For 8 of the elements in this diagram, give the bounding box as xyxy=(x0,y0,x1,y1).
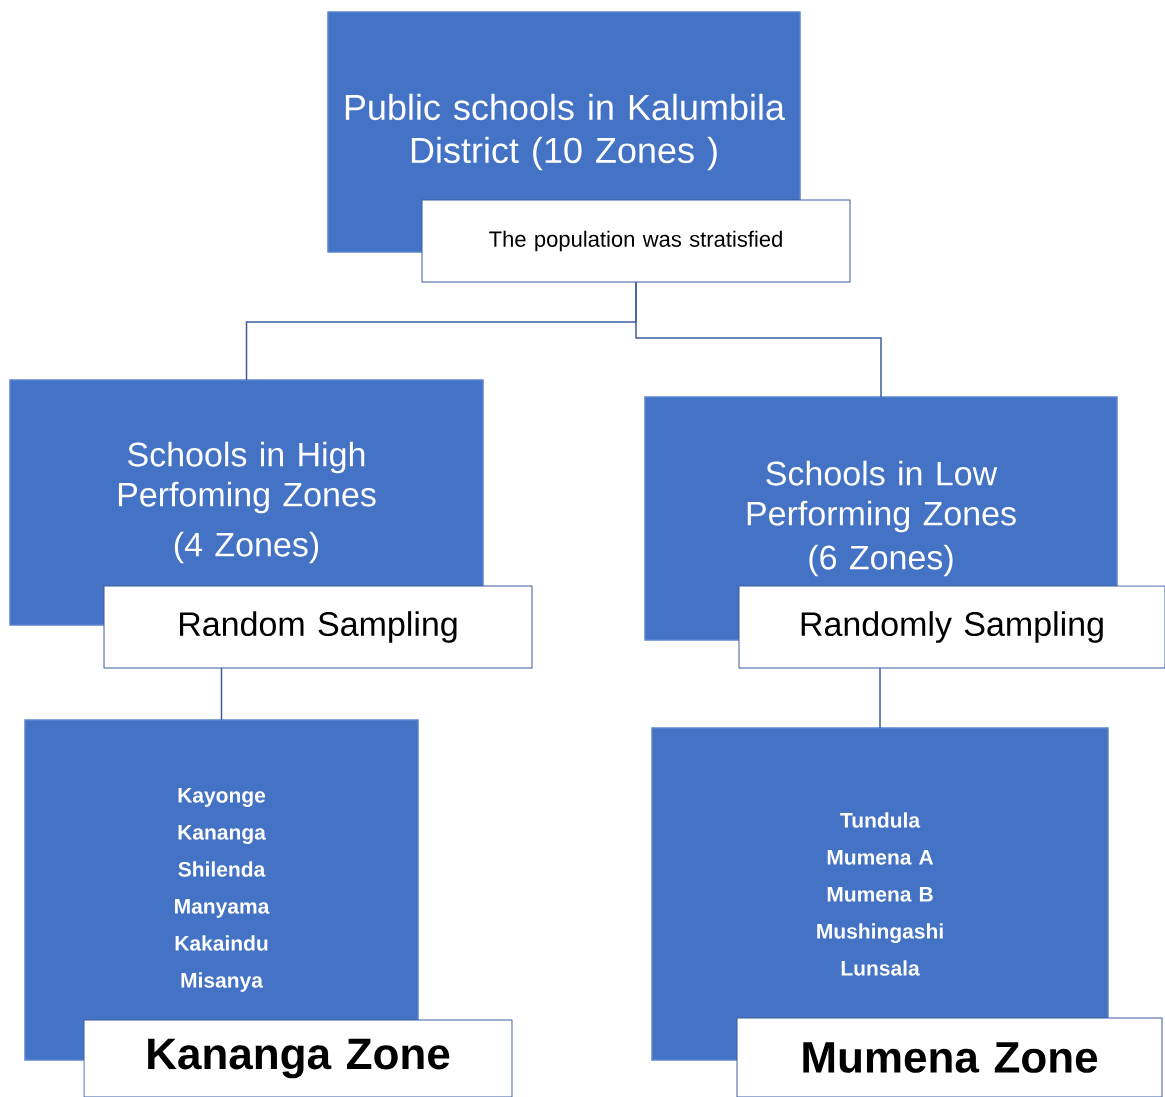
method-box: Random Sampling xyxy=(103,585,533,669)
caption-box: The population was stratisfied xyxy=(421,199,851,283)
connector-line xyxy=(220,667,223,721)
method-box: Randomly Sampling xyxy=(738,585,1165,669)
zone-box: Kananga Zone xyxy=(83,1019,513,1097)
zone-box: Mumena Zone xyxy=(736,1017,1163,1097)
connector-line xyxy=(879,667,881,729)
connector-line xyxy=(635,281,882,398)
